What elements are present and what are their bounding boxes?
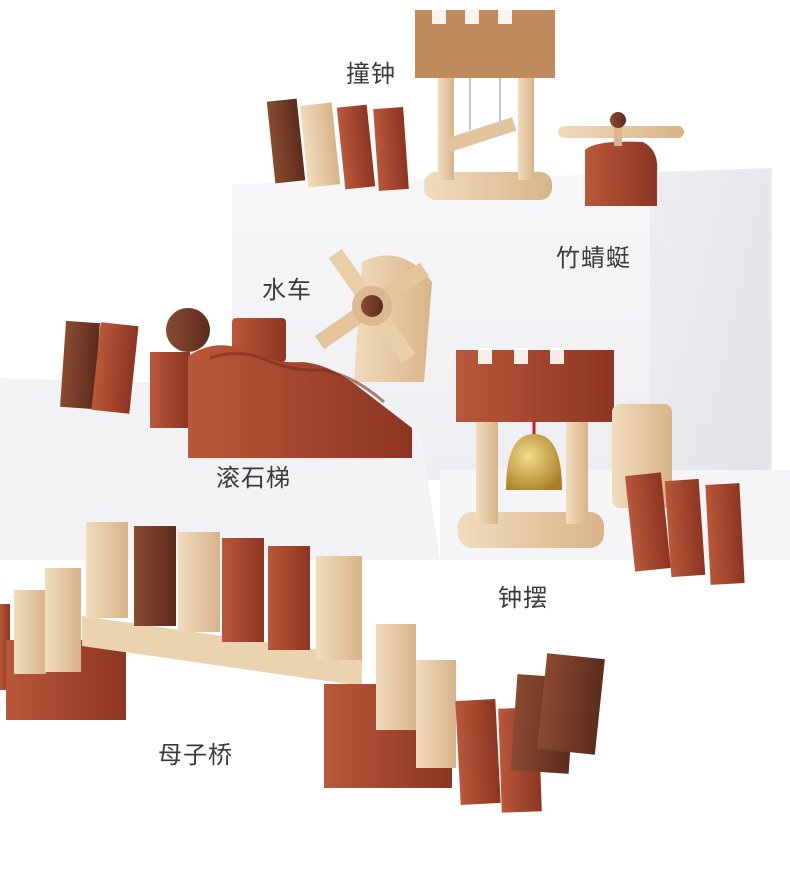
rolling-stone-ramp-toy: [60, 308, 412, 458]
label-zhong-bai: 钟摆: [498, 584, 548, 612]
gong-toy: [415, 8, 555, 200]
label-mu-zi-qiao: 母子桥: [158, 741, 233, 769]
label-gun-shi-ti: 滚石梯: [216, 464, 291, 492]
label-zhu-qing-ting: 竹蜻蜓: [556, 244, 631, 272]
bamboo-dragonfly-toy: [558, 112, 684, 206]
waterwheel-toy: [314, 248, 432, 382]
pendulum-bell-toy: [456, 348, 745, 585]
dominoes-back-row: [266, 98, 409, 191]
label-zhuang-zhong: 撞钟: [346, 60, 396, 88]
label-shui-che: 水车: [262, 276, 312, 304]
mother-child-bridge-toy: [0, 522, 605, 813]
